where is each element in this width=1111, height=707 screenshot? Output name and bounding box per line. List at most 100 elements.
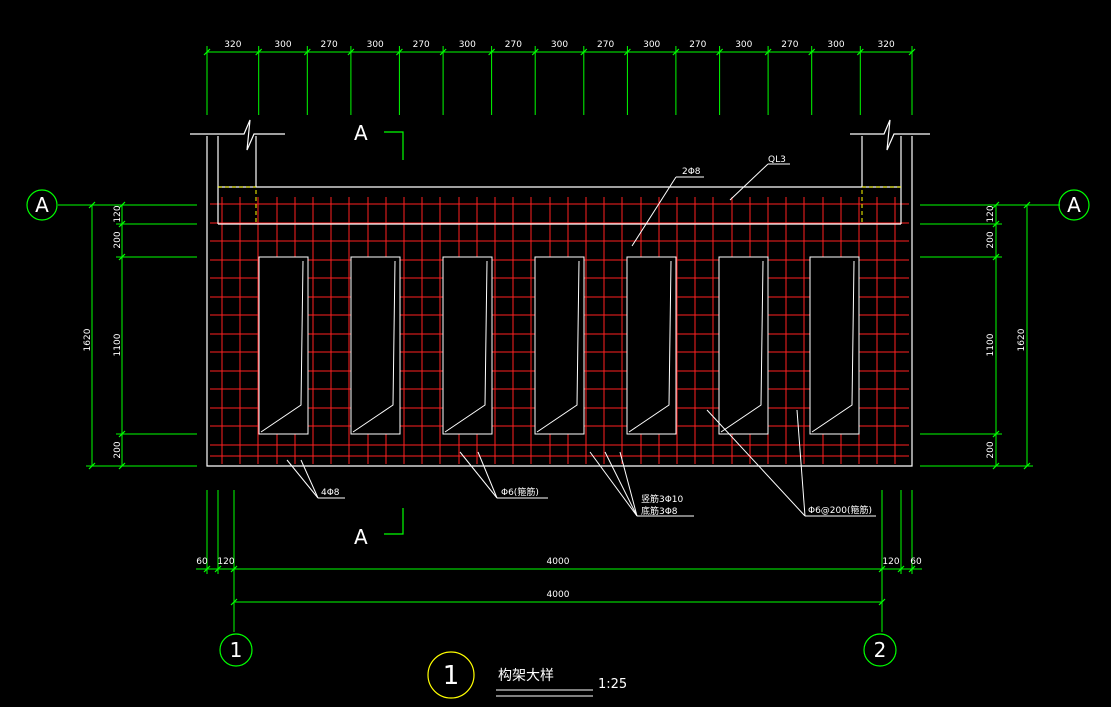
- top-dim-label: 300: [274, 40, 291, 50]
- title-number: 1: [443, 661, 460, 691]
- dim-tick: [897, 565, 905, 573]
- dim-tick: [908, 48, 916, 56]
- title-name: 构架大样: [498, 668, 554, 684]
- opening-hatch-line: [260, 260, 304, 433]
- left-dimension-labels: 120 200 1100 200 1620: [83, 205, 123, 458]
- title-block: 1 构架大样 1:25: [427, 651, 627, 699]
- window-openings: [258, 256, 860, 435]
- dim-tick: [878, 598, 886, 606]
- top-dim-label: 300: [367, 40, 384, 50]
- dim-tick: [623, 48, 631, 56]
- grid-axis-1: 1: [219, 633, 253, 667]
- side-axis-right: A: [1058, 189, 1090, 221]
- section-mark-top: A: [354, 121, 404, 160]
- side-axis-left: A: [26, 189, 58, 221]
- dim-tick: [878, 565, 886, 573]
- top-dim-label: 300: [459, 40, 476, 50]
- bottom-dim-right-offset: 60: [910, 557, 922, 567]
- window-opening: [626, 256, 677, 435]
- opening-hatch-line: [444, 260, 488, 433]
- window-opening: [258, 256, 309, 435]
- top-dim-label: 270: [321, 40, 338, 50]
- dim-tick: [203, 48, 211, 56]
- dim-tick: [672, 48, 680, 56]
- dim-tick: [88, 201, 96, 209]
- top-dim-label: 300: [643, 40, 660, 50]
- bottom-dim-span-axis: 4000: [547, 590, 570, 600]
- dim-tick: [716, 48, 724, 56]
- dim-tick: [347, 48, 355, 56]
- dim-tick: [118, 253, 126, 261]
- side-axis-right-label: A: [1067, 193, 1081, 217]
- dim-tick: [908, 565, 916, 573]
- left-dim-overall: 1620: [83, 328, 93, 351]
- dim-tick: [230, 565, 238, 573]
- bottom-dimension-labels: 60 120 4000 120 60 4000: [196, 557, 922, 600]
- label-ring-beam: QL3: [768, 155, 786, 165]
- right-dimension-labels: 120 200 1100 200 1620: [986, 205, 1027, 458]
- section-mark-top-letter: A: [354, 121, 368, 145]
- dim-tick: [992, 430, 1000, 438]
- label-stirrup-short: Φ6(箍筋): [501, 486, 539, 498]
- top-dim-label: 270: [689, 40, 706, 50]
- dim-tick: [255, 48, 263, 56]
- dim-tick: [992, 253, 1000, 261]
- dim-tick: [992, 462, 1000, 470]
- dim-tick: [856, 48, 864, 56]
- dim-tick: [230, 598, 238, 606]
- top-dim-label: 300: [827, 40, 844, 50]
- right-dim-top: 120: [986, 205, 996, 222]
- dim-tick: [118, 220, 126, 228]
- opening-hatch-line: [352, 260, 396, 433]
- dim-tick: [203, 565, 211, 573]
- top-dim-label: 270: [597, 40, 614, 50]
- top-dim-label: 320: [878, 40, 895, 50]
- dim-tick: [395, 48, 403, 56]
- opening-hatch-line: [536, 260, 580, 433]
- dim-tick: [580, 48, 588, 56]
- top-dim-label: 270: [505, 40, 522, 50]
- bottom-dim-span-inner: 4000: [547, 557, 570, 567]
- dim-tick: [808, 48, 816, 56]
- hidden-lines: [218, 186, 901, 222]
- bottom-dim-right-wall: 120: [882, 557, 899, 567]
- label-bottom-bars: 4Φ8: [321, 488, 340, 498]
- window-opening: [534, 256, 585, 435]
- opening-hatch-line: [628, 260, 672, 433]
- opening-hatch-line: [811, 260, 855, 433]
- right-dim-overall: 1620: [1017, 328, 1027, 351]
- dim-tick: [118, 201, 126, 209]
- side-axis-left-label: A: [35, 193, 49, 217]
- left-dim-top: 120: [113, 205, 123, 222]
- dim-tick: [1023, 201, 1031, 209]
- right-dim-upper: 200: [986, 231, 996, 248]
- dim-tick: [303, 48, 311, 56]
- window-opening: [809, 256, 860, 435]
- right-dim-middle: 1100: [986, 333, 996, 356]
- top-dim-label: 300: [735, 40, 752, 50]
- dim-tick: [118, 430, 126, 438]
- left-break-symbol: [190, 119, 285, 151]
- section-mark-bottom-letter: A: [354, 525, 368, 549]
- dim-tick: [992, 201, 1000, 209]
- dimension-ticks: [88, 48, 1031, 606]
- section-mark-bottom: A: [354, 508, 404, 549]
- dim-tick: [214, 565, 222, 573]
- outer-wall-outline: [206, 136, 913, 467]
- dimension-lines: [58, 46, 1060, 632]
- title-scale: 1:25: [598, 677, 627, 692]
- dim-tick: [1023, 462, 1031, 470]
- window-opening: [718, 256, 769, 435]
- window-opening: [442, 256, 493, 435]
- label-top-bars: 2Φ8: [682, 167, 701, 177]
- dim-tick: [531, 48, 539, 56]
- label-stirrup-spacing: Φ6@200(箍筋): [808, 504, 872, 516]
- grid-axis-2: 2: [863, 633, 897, 667]
- top-dim-label: 270: [413, 40, 430, 50]
- top-dim-label: 300: [551, 40, 568, 50]
- left-dim-middle: 1100: [113, 333, 123, 356]
- dim-tick: [439, 48, 447, 56]
- right-dim-bottom: 200: [986, 441, 996, 458]
- grid-axis-1-label: 1: [230, 638, 243, 662]
